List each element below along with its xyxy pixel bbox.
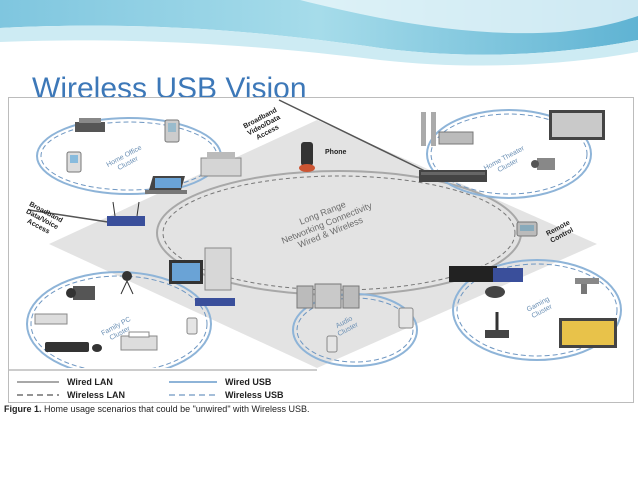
video-camera-icon [66,286,95,300]
home-theater-cluster-ring-dash [430,113,588,195]
figure-panel: Long Range Networking Connectivity Wired… [8,97,634,403]
network-hub-icon [195,298,235,306]
gamepad-icon [485,286,505,298]
audio-player-icon [326,335,338,353]
broadband-data-voice-access-label: Broadband Data/Voice Access [25,201,64,236]
home-theater-cluster-label: Home Theater Cluster [483,145,526,174]
joystick-icon [485,312,509,338]
phone-label: Phone [325,149,346,156]
game-console-icon [449,266,523,282]
wireless-lan-ring [162,175,516,291]
set-top-box-icon [419,170,487,182]
network-diagram: Long Range Networking Connectivity Wired… [9,99,622,402]
legend-wired-lan: Wired LAN [17,377,113,387]
printer-icon [200,152,242,177]
camcorder-icon [531,158,555,170]
portable-player-icon [398,307,414,329]
home-office-cluster-label: Home Office Cluster [106,144,144,172]
legend-wireless-lan-text: Wireless LAN [67,390,125,400]
flat-tv-icon [549,110,605,140]
speaker-icon [421,112,436,146]
light-gun-icon [575,278,599,294]
keyboard-icon [45,342,102,352]
mp3-player-icon [186,317,198,335]
legend-wired-usb: Wired USB [169,377,272,387]
figure-caption: Figure 1. Home usage scenarios that coul… [4,404,310,414]
legend-wired-lan-text: Wired LAN [67,377,113,387]
phone-icon [299,142,315,172]
inkjet-printer-icon [120,331,158,351]
handheld-icon [66,151,82,173]
legend-wireless-lan: Wireless LAN [17,390,125,400]
caption-prefix: Figure 1. [4,404,42,414]
scanner-icon [34,313,68,325]
gaming-tv-icon [559,318,617,348]
remote-control-icon [516,221,538,237]
home-theater-cluster-ring [426,109,592,199]
stereo-system-icon [296,283,360,309]
desktop-monitor-icon [169,260,203,284]
caption-text: Home usage scenarios that could be "unwi… [41,404,310,414]
legend-wireless-usb-text: Wireless USB [225,390,284,400]
gaming-cluster-ring-dash [456,263,618,357]
video-data-access-line [278,99,428,173]
legend: Wired LAN Wireless LAN Wired USB Wireles… [9,368,317,402]
desktop-tower-icon [204,247,232,291]
gaming-cluster-label: Gaming Cluster [526,296,554,320]
gaming-cluster-ring [452,259,622,361]
av-receiver-icon [438,131,474,145]
data-voice-access-line [28,209,122,225]
router-icon [107,201,145,226]
webcam-icon [120,271,134,295]
laptop-icon [145,176,187,194]
legend-wired-usb-text: Wired USB [225,377,272,387]
fax-machine-icon [75,118,105,132]
slide-header-wave [0,0,638,66]
pda-icon [164,119,180,143]
legend-wireless-usb: Wireless USB [169,390,284,400]
